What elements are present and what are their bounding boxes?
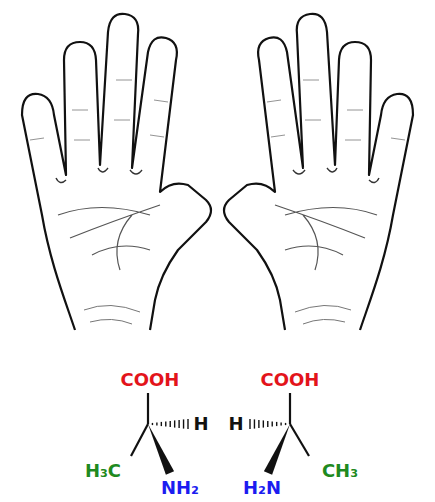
carboxyl-group: COOH — [261, 371, 320, 389]
single-bond — [131, 424, 148, 456]
wedge-bond — [148, 424, 174, 475]
hydrogen-atom: H — [193, 415, 208, 433]
methyl-group: H₃C — [85, 462, 121, 480]
single-bond — [147, 393, 149, 424]
amino-group: H₂N — [243, 479, 281, 497]
bonds — [131, 393, 309, 475]
carboxyl-group: COOH — [121, 371, 180, 389]
single-bond — [289, 393, 291, 424]
hydrogen-atom: H — [228, 415, 243, 433]
left-hand — [22, 14, 211, 330]
right-hand — [224, 14, 413, 330]
wedge-bond — [264, 424, 290, 475]
hashed-wedge-bond — [152, 419, 188, 429]
amino-group: NH₂ — [161, 479, 199, 497]
single-bond — [290, 424, 309, 456]
hashed-wedge-bond — [250, 419, 286, 429]
methyl-group: CH₃ — [322, 462, 358, 480]
